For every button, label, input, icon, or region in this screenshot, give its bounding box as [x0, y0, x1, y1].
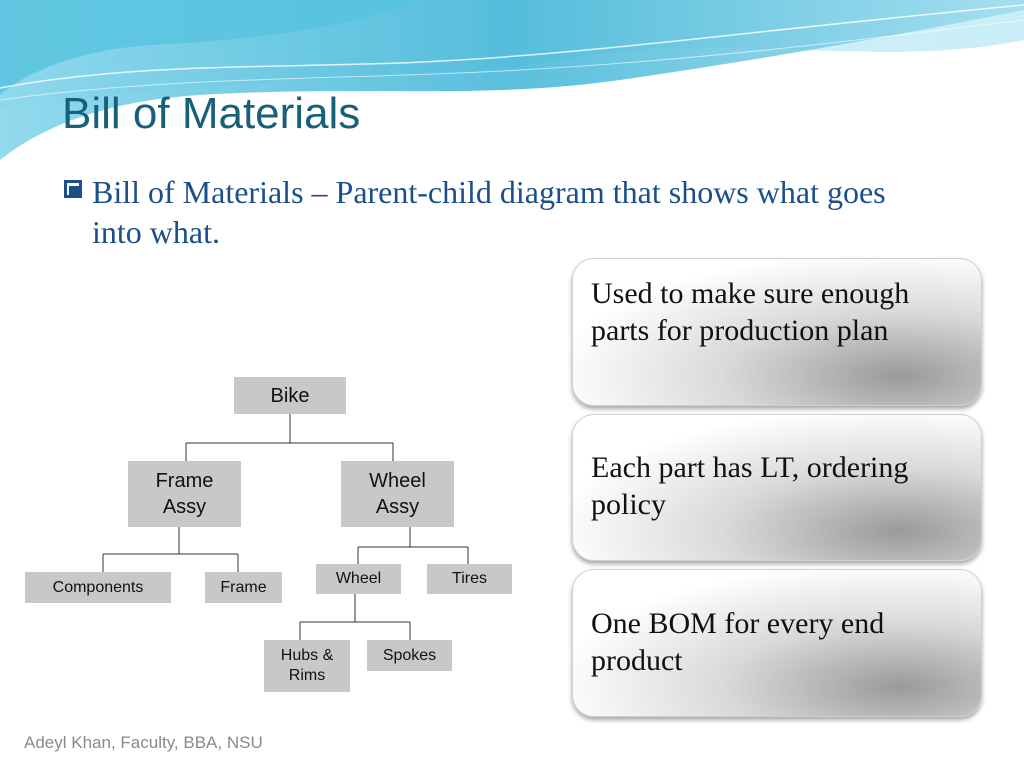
bom-node-spokes: Spokes — [367, 640, 452, 671]
info-card-3-text: One BOM for every end product — [591, 607, 885, 677]
info-card-1-text: Used to make sure enough parts for produ… — [591, 277, 910, 347]
footer-credit: Adeyl Khan, Faculty, BBA, NSU — [24, 733, 263, 752]
bom-node-wheel-assy: Wheel Assy — [341, 461, 454, 527]
info-card-2-text: Each part has LT, ordering policy — [591, 451, 909, 521]
bullet-point: Bill of Materials – Parent-child diagram… — [64, 172, 924, 252]
slide-title: Bill of Materials — [62, 89, 361, 138]
bom-node-hubs-rims: Hubs & Rims — [264, 640, 350, 692]
bom-node-frame-assy: Frame Assy — [128, 461, 241, 527]
header-wave-decoration — [0, 0, 1024, 160]
bom-node-components: Components — [25, 572, 171, 603]
bom-node-frame: Frame — [205, 572, 282, 603]
info-card-1: Used to make sure enough parts for produ… — [572, 258, 982, 406]
info-card-3: One BOM for every end product — [572, 569, 982, 717]
bom-node-tires: Tires — [427, 564, 512, 594]
bom-node-wheel: Wheel — [316, 564, 401, 594]
bom-node-bike: Bike — [234, 377, 346, 414]
info-card-2: Each part has LT, ordering policy — [572, 414, 982, 561]
checkbox-square-icon — [64, 180, 82, 198]
bullet-text: Bill of Materials – Parent-child diagram… — [92, 174, 886, 250]
